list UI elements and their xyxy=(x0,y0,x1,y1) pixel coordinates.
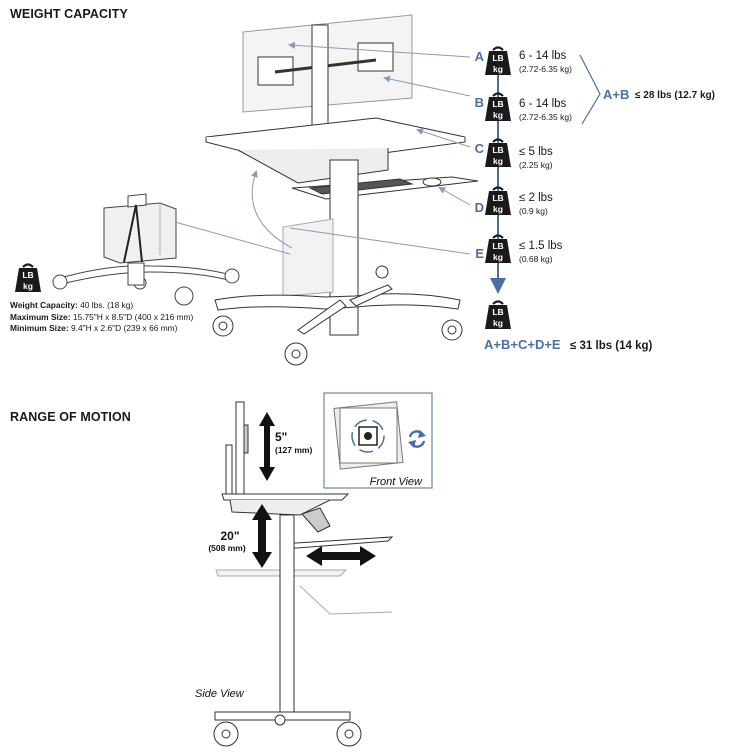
cpu-spec-weight: Weight Capacity: 40 lbs. (18 kg) xyxy=(10,300,133,312)
leader-a xyxy=(288,41,471,58)
weight-b-lbs: 6 - 14 lbs xyxy=(519,98,567,110)
motion-arrows xyxy=(252,412,376,568)
side-upper-pole xyxy=(225,444,233,498)
leader-cpu-arc xyxy=(251,170,293,249)
monitor-lift-inches: 5" xyxy=(275,430,287,444)
callout-lines xyxy=(174,41,471,255)
weight-icon-a xyxy=(483,46,513,77)
weight-d-kg: (0.9 kg) xyxy=(519,206,548,216)
weight-icon-b xyxy=(483,92,513,123)
side-monitor-mount xyxy=(243,424,249,454)
ab-total-label: A+B xyxy=(603,87,629,102)
cpu-spec-weight-value: 40 lbs. (18 kg) xyxy=(80,300,134,310)
side-work-surface xyxy=(221,493,350,501)
weight-c-kg: (2.25 kg) xyxy=(519,160,553,170)
front-rotation-circle xyxy=(351,419,385,453)
ab-total-value: ≤ 28 lbs (12.7 kg) xyxy=(635,90,715,101)
cpu-spec-max-label: Maximum Size: xyxy=(10,311,71,322)
leader-cpu xyxy=(174,221,291,255)
monitor-lift-mm: (127 mm) xyxy=(275,445,312,455)
weight-values: 6 - 14 lbs (2.72-6.35 kg) 6 - 14 lbs (2.… xyxy=(519,50,572,264)
rotate-icon xyxy=(408,430,426,448)
ab-bracket xyxy=(579,54,601,125)
cart-leg-front xyxy=(297,299,347,335)
cpu-spec-min-label: Minimum Size: xyxy=(10,323,69,333)
weight-icon-c xyxy=(483,138,513,169)
leader-b xyxy=(383,75,471,97)
weight-c-lbs: ≤ 5 lbs xyxy=(519,146,553,158)
cpu-holder-detail xyxy=(52,193,240,306)
weight-d-lbs: ≤ 2 lbs xyxy=(519,192,553,204)
weight-b-kg: (2.72-6.35 kg) xyxy=(519,112,572,122)
weight-a-lbs: 6 - 14 lbs xyxy=(519,50,567,62)
cpu-spec-weight-label: Weight Capacity: xyxy=(10,300,78,310)
callout-letters: A B C D E xyxy=(475,49,485,261)
height-adjust-inches: 20" xyxy=(220,529,239,543)
cpu-holder xyxy=(282,218,334,297)
weight-a-kg: (2.72-6.35 kg) xyxy=(519,64,572,74)
range-of-motion-title: RANGE OF MOTION xyxy=(10,410,131,424)
side-keyboard-arm xyxy=(301,507,331,533)
leader-d xyxy=(438,187,471,206)
weight-icon-e xyxy=(483,234,513,265)
side-lowered-tray xyxy=(299,585,393,615)
total-value: ≤ 31 lbs (14 kg) xyxy=(570,340,653,352)
cart-leg-back xyxy=(349,284,393,307)
mouse xyxy=(422,177,442,187)
leader-c xyxy=(416,128,471,148)
cpu-spec-min-value: 9.4"H x 2.6"D (239 x 66 mm) xyxy=(70,323,178,333)
cpu-holder-box xyxy=(103,202,177,264)
height-adjust-mm: (508 mm) xyxy=(208,543,245,553)
front-pivot xyxy=(364,432,372,440)
letter-e: E xyxy=(475,246,484,261)
side-view-illustration xyxy=(213,401,394,747)
total-label: A+B+C+D+E xyxy=(484,337,561,352)
weight-icon-total xyxy=(483,300,513,331)
cpu-detail-base xyxy=(59,265,236,285)
weight-e-kg: (0.68 kg) xyxy=(519,254,553,264)
leader-e xyxy=(289,227,471,255)
surface-underside xyxy=(237,148,389,184)
weight-chain xyxy=(13,46,513,331)
cpu-spec-max-value: 15.75"H x 8.5"D (400 x 216 mm) xyxy=(72,311,194,322)
tray-slide-arrow xyxy=(306,546,376,566)
side-view-label: Side View xyxy=(195,688,245,700)
side-column xyxy=(279,514,295,716)
front-view-box: Front View xyxy=(323,392,433,489)
side-keyboard-tray xyxy=(279,536,394,550)
front-view-label: Front View xyxy=(370,476,423,488)
cart-illustration xyxy=(205,14,479,366)
monitor-lift-arrow xyxy=(259,412,275,481)
weight-capacity-title: WEIGHT CAPACITY xyxy=(10,7,128,21)
weight-icon-d xyxy=(483,186,513,217)
weight-e-lbs: ≤ 1.5 lbs xyxy=(519,240,563,252)
letter-b: B xyxy=(475,95,484,110)
side-monitor xyxy=(235,401,245,495)
letter-c: C xyxy=(475,141,485,156)
letter-d: D xyxy=(475,200,484,215)
letter-a: A xyxy=(475,49,485,64)
weight-icon-cpu xyxy=(13,263,43,294)
cpu-spec-max: Maximum Size: 15.75"H x 8.5"D (400 x 216… xyxy=(10,312,193,324)
cpu-spec-min: Minimum Size: 9.4"H x 2.6"D (239 x 66 mm… xyxy=(10,323,177,335)
cart-casters xyxy=(212,265,463,366)
monitor-pole xyxy=(311,24,329,130)
cpu-holder-strap xyxy=(123,204,143,263)
cpu-holder-clamp xyxy=(127,193,147,208)
monitor-mount-right xyxy=(357,42,394,72)
height-adjust-arrow xyxy=(252,504,272,568)
